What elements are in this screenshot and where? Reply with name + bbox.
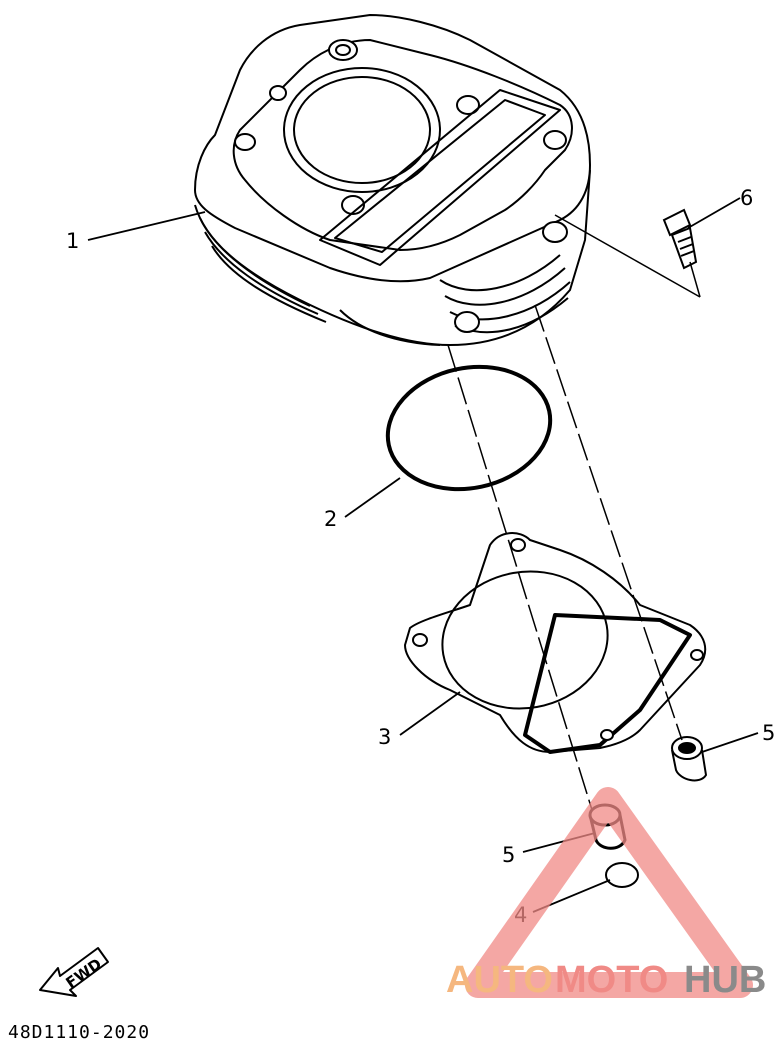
callout-6: 6 <box>740 186 753 210</box>
watermark-moto: MOTO <box>555 959 668 1001</box>
watermark-auto: AUTO <box>446 959 553 1001</box>
dowel-pin-right-part <box>671 736 708 782</box>
watermark-hub: HUB <box>684 959 766 1001</box>
o-ring-part <box>385 364 553 492</box>
cylinder-part <box>194 14 591 346</box>
gasket-part <box>404 532 707 754</box>
callout-5-right: 5 <box>762 721 775 745</box>
bolt-part <box>662 208 698 270</box>
callout-3: 3 <box>378 725 391 749</box>
watermark-triangle-icon <box>465 787 753 998</box>
watermark: AUTO MOTO HUB <box>446 787 766 1001</box>
forward-arrow-icon <box>39 947 109 997</box>
callout-1: 1 <box>66 229 79 253</box>
callout-2: 2 <box>324 507 337 531</box>
small-o-ring-part <box>605 862 639 888</box>
diagram-code: 48D1110-2020 <box>8 1022 150 1043</box>
callout-5-lower: 5 <box>502 843 515 867</box>
fwd-direction-badge: FWD <box>39 947 109 997</box>
leader-lines <box>87 197 759 913</box>
alignment-lines <box>447 214 701 811</box>
